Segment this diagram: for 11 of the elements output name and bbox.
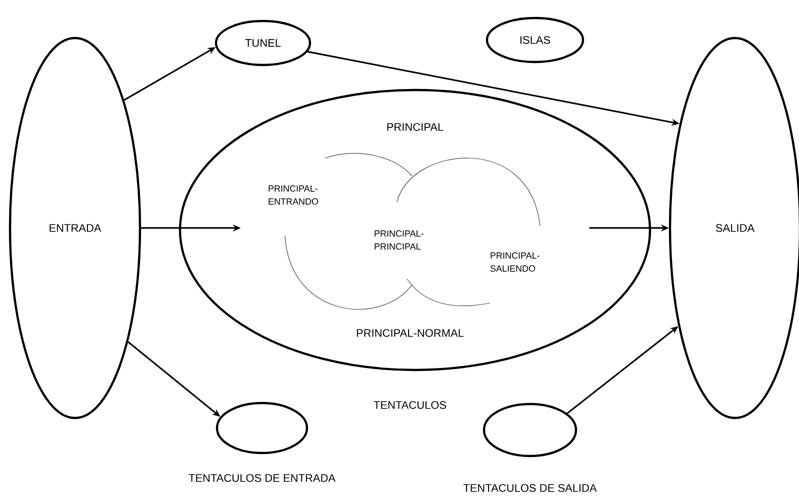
- ellipse-node: TENTACULOS DE SALIDA: [463, 402, 597, 492]
- ellipse-node: TENTACULOS DE ENTRADA: [188, 402, 336, 482]
- ellipse-node: ENTRADA: [8, 36, 142, 420]
- node-label: PRINCIPAL- ENTRANDO: [268, 185, 318, 205]
- group-label: TENTACULOS: [374, 401, 446, 409]
- ellipse-node: ISLAS: [486, 16, 584, 64]
- node-label: TENTACULOS DE ENTRADA: [188, 474, 336, 482]
- node-label: TENTACULOS DE SALIDA: [463, 484, 597, 492]
- node-label: PRINCIPAL- PRINCIPAL: [374, 230, 424, 250]
- node-label: PRINCIPAL- SALIENDO: [490, 252, 540, 272]
- ellipse-node: TUNEL: [214, 20, 312, 66]
